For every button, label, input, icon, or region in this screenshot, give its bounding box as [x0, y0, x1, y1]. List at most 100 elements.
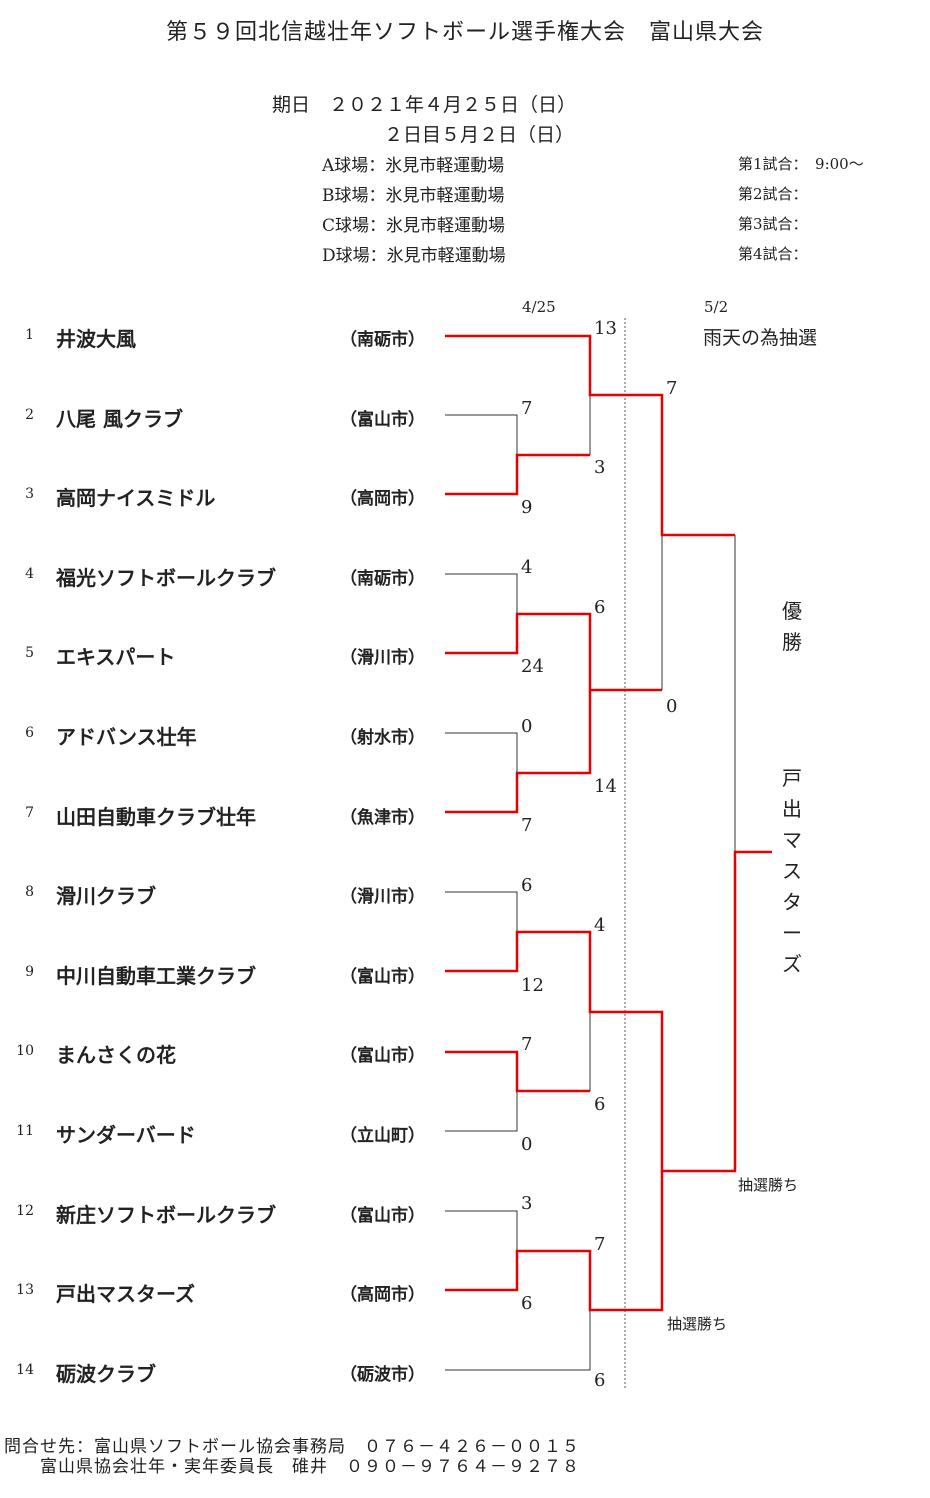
- contact-line-1: 問合せ先：富山県ソフトボール協会事務局 ０７６－４２６－００１５: [4, 1437, 580, 1457]
- team-city: （富山市）: [340, 1206, 425, 1226]
- team-name: 高岡ナイスミドル: [56, 486, 216, 510]
- venue-a: A球場：氷見市軽運動場: [322, 156, 505, 176]
- draw-win-label-final: 抽選勝ち: [738, 1176, 799, 1194]
- score-label: 6: [594, 1094, 606, 1115]
- team-name: 福光ソフトボールクラブ: [56, 566, 276, 590]
- score-label: 6: [594, 597, 606, 618]
- team-name: アドバンス壮年: [56, 725, 197, 749]
- score-label: 12: [521, 975, 544, 996]
- team-number: 12: [16, 1203, 34, 1219]
- champion-label: 優勝: [782, 599, 802, 654]
- team-number: 11: [16, 1123, 34, 1139]
- loser-line: [445, 1091, 518, 1132]
- game-2-time: 第2試合：: [738, 185, 808, 203]
- team-city: （富山市）: [340, 410, 425, 430]
- winner-line: [445, 690, 592, 814]
- score-label: 3: [521, 1193, 533, 1214]
- venue-d: D球場：氷見市軽運動場: [322, 246, 506, 266]
- team-number: 4: [25, 566, 34, 582]
- team-city: （魚津市）: [340, 808, 425, 828]
- team-number: 3: [25, 486, 34, 502]
- winner-lines: [445, 334, 772, 1312]
- winner-line: [445, 334, 735, 537]
- score-label: 4: [521, 557, 533, 578]
- team-city: （滑川市）: [340, 887, 425, 907]
- rain-draw-note: 雨天の為抽選: [703, 327, 818, 349]
- score-label: 4: [594, 915, 606, 936]
- date-line-1: 期日 ２０２１年４月２５日（日）: [272, 94, 577, 116]
- team-name: 八尾 風クラブ: [56, 407, 183, 431]
- team-number: 7: [25, 805, 34, 821]
- team-number: 13: [16, 1282, 34, 1298]
- score-label: 14: [594, 776, 617, 797]
- round-1-date: 4/25: [522, 298, 556, 316]
- team-number: 2: [25, 407, 34, 423]
- score-label: 7: [594, 1234, 606, 1255]
- score-label: 6: [521, 1293, 533, 1314]
- venue-c: C球場：氷見市軽運動場: [322, 216, 506, 236]
- page-title: 第５９回北信越壮年ソフトボール選手権大会 富山県大会: [165, 20, 764, 45]
- game-1-time: 第1試合： 9:00～: [738, 155, 864, 173]
- contact-line-2: 富山県協会壮年・実年委員長 碓井 ０９０－９７６４－９２７８: [40, 1457, 580, 1477]
- score-label: 0: [666, 696, 678, 717]
- team-name: 砺波クラブ: [56, 1362, 156, 1386]
- team-city: （富山市）: [340, 967, 425, 987]
- loser-line: [445, 732, 518, 773]
- venue-b: B球場：氷見市軽運動場: [322, 186, 505, 206]
- score-label: 13: [594, 318, 617, 339]
- team-name: エキスパート: [56, 645, 176, 669]
- team-city: （高岡市）: [340, 1285, 425, 1305]
- team-city: （射水市）: [340, 728, 425, 748]
- loser-line: [445, 573, 518, 614]
- score-label: 7: [666, 378, 678, 399]
- game-3-time: 第3試合：: [738, 215, 808, 233]
- score-label: 0: [521, 1134, 533, 1155]
- team-number: 5: [25, 645, 34, 661]
- score-label: 7: [521, 398, 533, 419]
- loser-line: [445, 891, 518, 932]
- score-label: 6: [594, 1370, 606, 1391]
- team-name: 戸出マスターズ: [56, 1282, 195, 1306]
- team-city: （高岡市）: [340, 489, 425, 509]
- team-number: 6: [25, 725, 34, 741]
- team-city: （立山町）: [340, 1126, 425, 1146]
- winner-line: [445, 453, 590, 496]
- game-4-time: 第4試合：: [738, 245, 808, 263]
- round-2-date: 5/2: [704, 298, 729, 316]
- team-name: 山田自動車クラブ壮年: [56, 805, 256, 829]
- score-label: 7: [521, 815, 533, 836]
- score-label: 6: [521, 875, 533, 896]
- score-label: 7: [521, 1034, 533, 1055]
- score-label: 0: [521, 716, 533, 737]
- team-number: 1: [25, 327, 34, 343]
- winner-line: [445, 1171, 664, 1312]
- team-name: 中川自動車工業クラブ: [56, 964, 256, 988]
- draw-win-label-semifinal: 抽選勝ち: [667, 1315, 728, 1333]
- winner-line: [445, 850, 772, 1173]
- team-city: （南砺市）: [340, 330, 425, 350]
- team-name: 滑川クラブ: [56, 884, 156, 908]
- winner-line: [445, 1050, 590, 1093]
- score-label: 9: [521, 497, 533, 518]
- champion-team: 戸出マスターズ: [782, 766, 802, 976]
- team-city: （南砺市）: [340, 569, 425, 589]
- winner-line: [445, 612, 662, 692]
- team-number: 10: [16, 1043, 34, 1059]
- loser-lines: [445, 395, 736, 1371]
- loser-line: [445, 414, 518, 455]
- team-name: 新庄ソフトボールクラブ: [56, 1203, 276, 1227]
- score-label: 24: [521, 656, 544, 677]
- team-number: 9: [25, 964, 34, 980]
- team-name: まんさくの花: [56, 1043, 176, 1067]
- team-city: （滑川市）: [340, 648, 425, 668]
- team-city: （富山市）: [340, 1046, 425, 1066]
- loser-line: [445, 1210, 518, 1251]
- team-name: サンダーバード: [56, 1123, 196, 1147]
- team-name: 井波大風: [56, 327, 136, 351]
- team-city: （砺波市）: [340, 1365, 425, 1385]
- date-line-2: ２日目５月２日（日）: [384, 124, 575, 146]
- team-number: 14: [16, 1362, 34, 1378]
- team-number: 8: [25, 884, 34, 900]
- score-label: 3: [594, 457, 606, 478]
